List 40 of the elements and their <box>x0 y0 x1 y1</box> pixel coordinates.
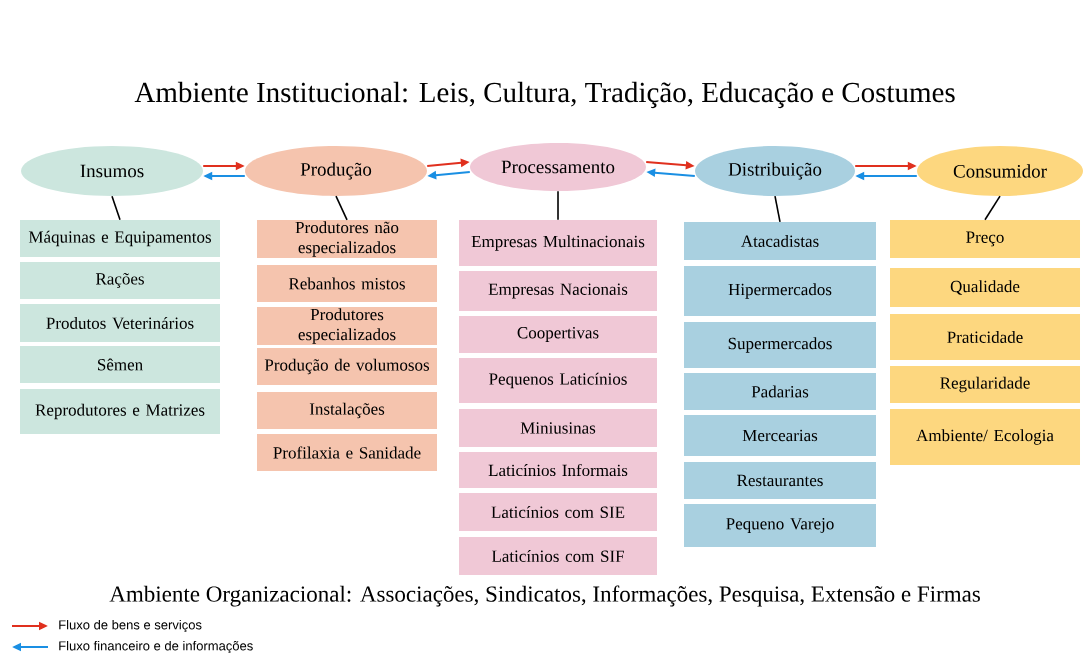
item-box: Padarias <box>684 373 876 410</box>
item-box: Empresas Multinacionais <box>459 220 657 266</box>
item-box: Preço <box>890 220 1080 258</box>
legend-text: Fluxo de bens e serviços <box>59 619 202 633</box>
item-box: Pequenos Laticínios <box>459 358 657 403</box>
item-box: Produtores não especializados <box>257 220 437 258</box>
item-box: Laticínios Informais <box>459 452 657 488</box>
item-box: Regularidade <box>890 366 1080 403</box>
item-box: Rações <box>20 262 220 299</box>
item-box: Mercearias <box>684 415 876 456</box>
legend-text: Fluxo financeiro e de informações <box>59 640 253 654</box>
item-box: Empresas Nacionais <box>459 271 657 311</box>
item-box: Produção de volumosos <box>257 348 437 385</box>
item-box: Pequeno Varejo <box>684 504 876 547</box>
item-box: Sêmen <box>20 346 220 383</box>
item-box: Restaurantes <box>684 462 876 499</box>
item-box: Qualidade <box>890 268 1080 307</box>
item-box: Produtores especializados <box>257 307 437 345</box>
item-box: Ambiente/ Ecologia <box>890 409 1080 465</box>
item-box: Atacadistas <box>684 222 876 260</box>
connector-line <box>557 190 559 221</box>
item-box: Coopertivas <box>459 316 657 353</box>
item-box: Rebanhos mistos <box>257 265 437 302</box>
item-box: Laticínios com SIE <box>459 493 657 531</box>
item-box: Miniusinas <box>459 409 657 447</box>
item-box: Reprodutores e Matrizes <box>20 389 220 434</box>
connector-line <box>111 195 121 221</box>
item-box: Instalações <box>257 392 437 429</box>
connector-line <box>984 195 1001 221</box>
item-box: Máquinas e Equipamentos <box>20 220 220 257</box>
item-box: Praticidade <box>890 314 1080 360</box>
item-box: Hipermercados <box>684 266 876 316</box>
item-box: Supermercados <box>684 322 876 368</box>
connector-line <box>774 195 781 223</box>
item-box: Produtos Veterinários <box>20 304 220 342</box>
item-box: Laticínios com SIF <box>459 537 657 575</box>
item-box: Profilaxia e Sanidade <box>257 434 437 471</box>
environment-label: Ambiente Organizacional: Associações, Sindicatos, Informações, Pesquisa, Extensão e Firmas <box>109 585 980 607</box>
environment-label: Ambiente Institucional: Leis, Cultura, Tradição, Educação e Costumes <box>134 81 955 109</box>
connector-line <box>335 195 348 221</box>
